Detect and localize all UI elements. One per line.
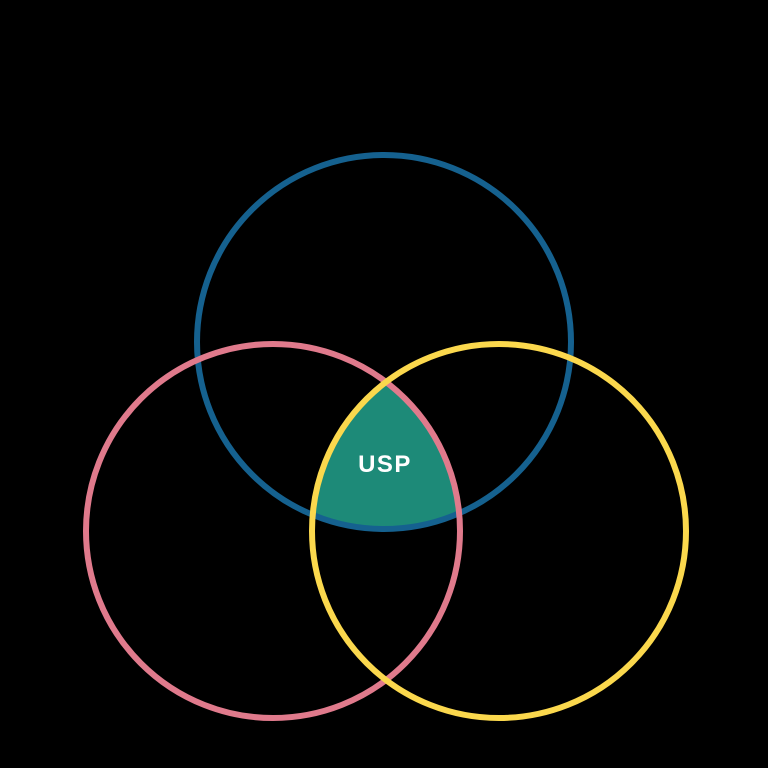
bottom-left-circle: [83, 341, 463, 721]
top-circle: [194, 152, 574, 532]
usp-label: USP: [358, 451, 412, 478]
bottom-right-circle: [309, 341, 689, 721]
